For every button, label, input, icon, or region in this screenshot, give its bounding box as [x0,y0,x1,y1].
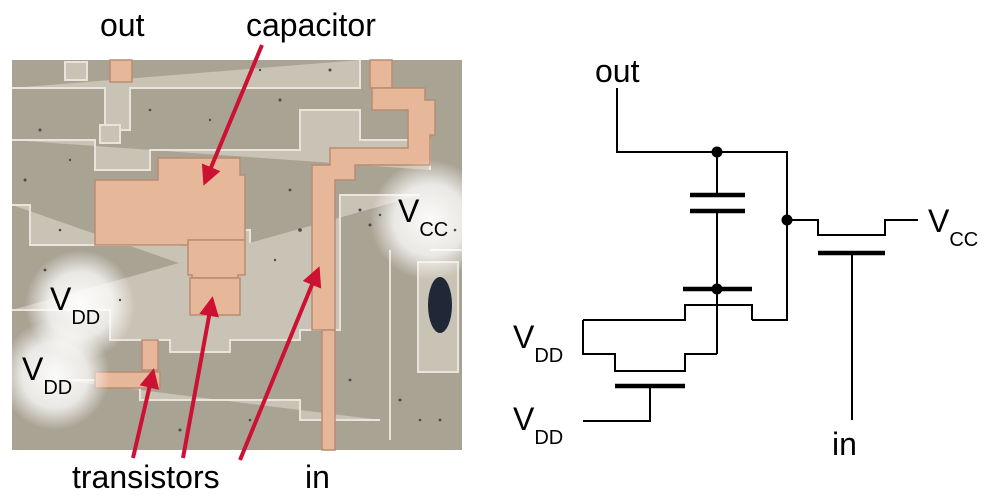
schematic-label-vcc: VCC [928,203,978,251]
right-transistor-channel [787,219,918,236]
wire-vdd-lower [583,386,651,422]
schematic-label-vdd-upper: VDD [513,319,563,367]
junction-right [781,214,793,226]
die-label-vcc: VCC [398,193,448,241]
junction-out [711,146,723,158]
annotation-arrows [131,44,322,461]
die-label-vdd-lower: VDD [22,351,72,399]
die-defect [428,277,452,333]
schematic-label-vdd-lower: VDD [513,401,563,449]
die-photo: out capacitor VCC VDD VDD transistors in [0,7,490,495]
junction-cap [711,283,723,295]
die-label-in: in [305,459,330,495]
transistor-arrow-1 [131,368,160,459]
schematic: out VCC VDD VDD in [513,53,978,462]
glow-highlights [0,160,490,430]
schematic-label-in: in [832,426,857,462]
die-label-vdd-upper: VDD [50,281,100,329]
schematic-label-out: out [595,53,640,89]
in-arrow [238,266,322,461]
capacitor-arrow [201,44,264,186]
wire-vdd-upper [582,320,717,372]
transistor-arrow-2 [181,296,219,459]
wire-out [616,88,788,321]
upper-transistor-channel [583,304,753,321]
die-speckles [23,68,457,432]
die-label-capacitor: capacitor [246,7,376,43]
die-label-transistors: transistors [72,459,220,495]
die-label-out: out [100,7,145,43]
